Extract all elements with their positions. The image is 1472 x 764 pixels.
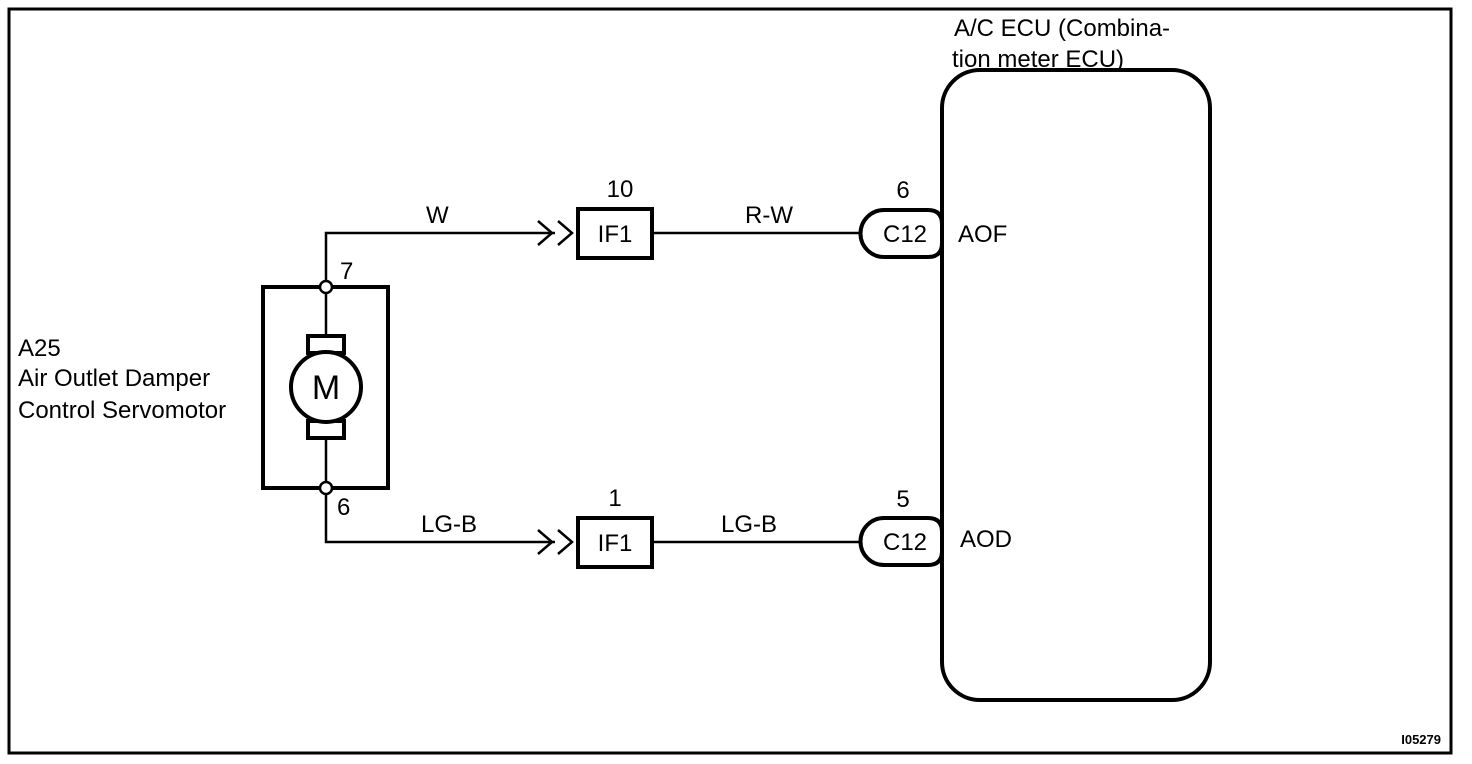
junction-if1-label: IF1 bbox=[598, 221, 633, 248]
motor-pin-top-number: 7 bbox=[340, 258, 353, 285]
servomotor-name-line2: Control Servomotor bbox=[18, 397, 226, 424]
connector-c12-label: C12 bbox=[883, 529, 927, 556]
motor-pin-bottom-number: 6 bbox=[337, 494, 350, 521]
ecu-box bbox=[940, 68, 1212, 702]
motor-pin-top-icon bbox=[318, 279, 334, 295]
connector-pin-number: 5 bbox=[896, 486, 909, 513]
ecu-label-line1: A/C ECU (Combina- bbox=[954, 15, 1170, 42]
motor-pin-bottom-icon bbox=[318, 480, 334, 496]
ecu-terminal-aod: AOD bbox=[960, 526, 1012, 553]
junction-if1-label: IF1 bbox=[598, 530, 633, 557]
motor-symbol-letter: M bbox=[312, 369, 340, 407]
connector-c12-shape bbox=[858, 208, 944, 259]
junction-pin-number: 10 bbox=[607, 176, 634, 203]
diagram-frame bbox=[7, 7, 1453, 755]
junction-pin-number: 1 bbox=[608, 485, 621, 512]
wire-label-lgb-2: LG-B bbox=[721, 511, 777, 538]
wire-label-w: W bbox=[426, 202, 449, 229]
figure-id: I05279 bbox=[1401, 732, 1441, 747]
connector-pin-number: 6 bbox=[896, 177, 909, 204]
connector-arrow-icon bbox=[557, 220, 574, 246]
ecu-block: A/C ECU (Combina- tion meter ECU) bbox=[940, 15, 1212, 702]
connector-arrow-icon bbox=[537, 220, 554, 246]
servomotor-code: A25 bbox=[18, 335, 61, 362]
ecu-terminal-aof: AOF bbox=[958, 221, 1007, 248]
circuit-aof: W IF1 10 R-W C12 6 AOF bbox=[324, 176, 1007, 281]
motor-symbol-icon bbox=[289, 350, 363, 424]
servomotor-name-line1: Air Outlet Damper bbox=[18, 365, 210, 392]
wire-label-lgb-1: LG-B bbox=[421, 511, 477, 538]
servomotor-block: A25 Air Outlet Damper Control Servomotor… bbox=[18, 258, 390, 521]
connector-c12-shape bbox=[858, 516, 944, 567]
wire-label-rw: R-W bbox=[745, 202, 793, 229]
connector-c12-label: C12 bbox=[883, 221, 927, 248]
connector-arrow-icon bbox=[557, 529, 574, 555]
circuit-aod: LG-B IF1 1 LG-B C12 5 AOD bbox=[324, 485, 1012, 569]
ecu-label-line2: tion meter ECU) bbox=[952, 46, 1124, 73]
connector-arrow-icon bbox=[537, 529, 554, 555]
